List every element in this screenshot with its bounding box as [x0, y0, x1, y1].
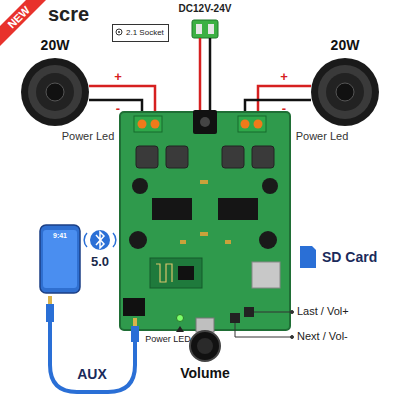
inductors — [136, 146, 274, 168]
power-led — [177, 315, 184, 322]
potentiometer — [196, 318, 214, 332]
aux-jack — [123, 298, 145, 316]
aux-cable — [46, 296, 139, 392]
pcb-board — [120, 112, 290, 330]
bluetooth-icon — [84, 230, 116, 250]
power-rating: 20W — [41, 37, 70, 54]
node-text: 2.1 Socket — [126, 28, 164, 38]
part-label: Next / Vol- — [297, 330, 348, 343]
new-ribbon — [0, 0, 46, 46]
phone — [40, 225, 80, 293]
sd-slot — [252, 262, 280, 288]
socket-symbol — [116, 29, 122, 35]
capacitors — [129, 178, 278, 249]
part-label: Power Led — [296, 130, 349, 143]
volume-knob — [190, 331, 220, 361]
part-label: Last / Vol+ — [297, 305, 349, 318]
dc-jack — [193, 110, 217, 134]
phone-time: 9:41 — [53, 232, 67, 240]
terminal-blocks — [134, 116, 266, 132]
polarity-sign: - — [282, 101, 286, 117]
power-rating: 20W — [331, 37, 360, 54]
speaker-left — [21, 58, 89, 126]
bluetooth-module — [150, 258, 202, 288]
button-leaders — [235, 311, 294, 339]
part-label: Power Led — [62, 130, 115, 143]
part-label: Volume — [180, 365, 230, 382]
polarity-sign: - — [116, 101, 120, 117]
watermark: scre — [48, 2, 89, 26]
dc-plug — [192, 20, 218, 38]
polarity-sign: + — [280, 69, 288, 85]
small-parts — [180, 180, 231, 244]
sd-card-icon — [300, 246, 316, 268]
part-label: AUX — [77, 366, 107, 383]
speaker-right — [311, 58, 379, 126]
voltage-label: DC12V-24V — [179, 3, 232, 15]
version-label: 5.0 — [91, 254, 109, 270]
amplifier-chips — [152, 198, 258, 220]
socket-callout: 2.1 Socket — [112, 24, 169, 42]
part-label: SD Card — [322, 249, 377, 266]
part-label: Power LED — [145, 334, 191, 345]
buttons — [230, 307, 254, 323]
polarity-sign: + — [114, 69, 122, 85]
